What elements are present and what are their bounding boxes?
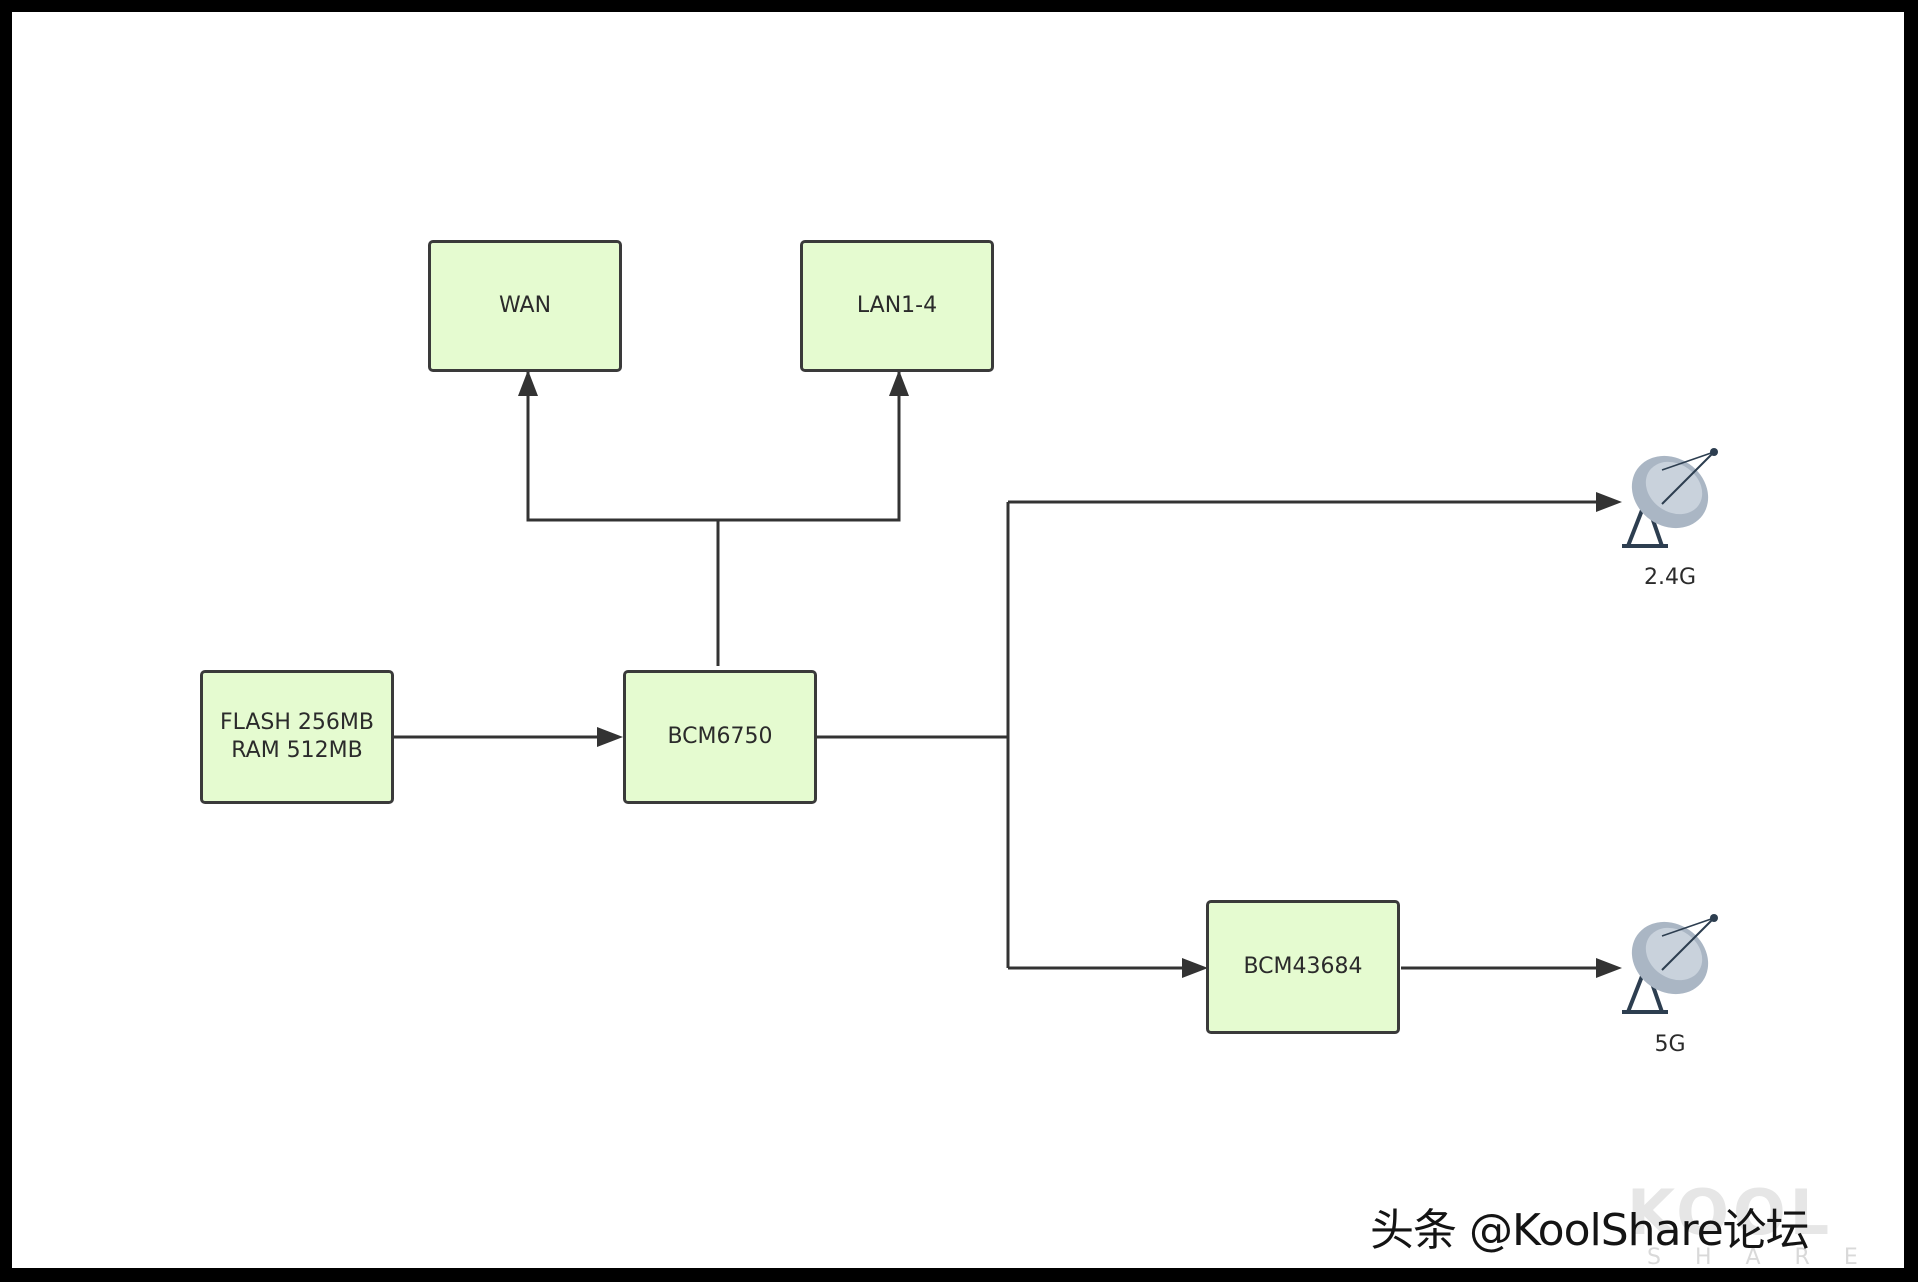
connector-layer	[385, 370, 1622, 978]
connector-to-lan	[718, 370, 901, 522]
arrowhead-wan	[518, 370, 538, 396]
connector-to-wan	[526, 370, 718, 522]
node-soc: BCM6750	[623, 670, 817, 804]
node-radio5: BCM43684	[1206, 900, 1400, 1034]
svg-text:KOOL: KOOL	[1627, 1176, 1833, 1249]
svg-text:SHARE: SHARE	[1647, 1245, 1892, 1268]
arrowhead-5g	[1596, 958, 1622, 978]
arrowhead-soc	[597, 727, 623, 747]
satellite-dish-icon	[1622, 914, 1718, 1014]
arrowhead-2g	[1596, 492, 1622, 512]
node-memory: FLASH 256MB RAM 512MB	[200, 670, 394, 804]
watermark-text: 头条 @KoolShare论坛	[1370, 1205, 1810, 1256]
antenna-label-5g: 5G	[1654, 1032, 1686, 1057]
antenna-label-2g: 2.4G	[1643, 565, 1697, 590]
node-wan: WAN	[428, 240, 622, 372]
arrowhead-radio5	[1182, 958, 1208, 978]
node-lan: LAN1-4	[800, 240, 994, 372]
diagram-canvas: WAN LAN1-4 FLASH 256MB RAM 512MB BCM6750…	[12, 12, 1904, 1268]
satellite-dish-icon	[1622, 448, 1718, 548]
arrowhead-lan	[889, 370, 909, 396]
koolshare-logo: KOOL SHARE	[1627, 1176, 1892, 1268]
